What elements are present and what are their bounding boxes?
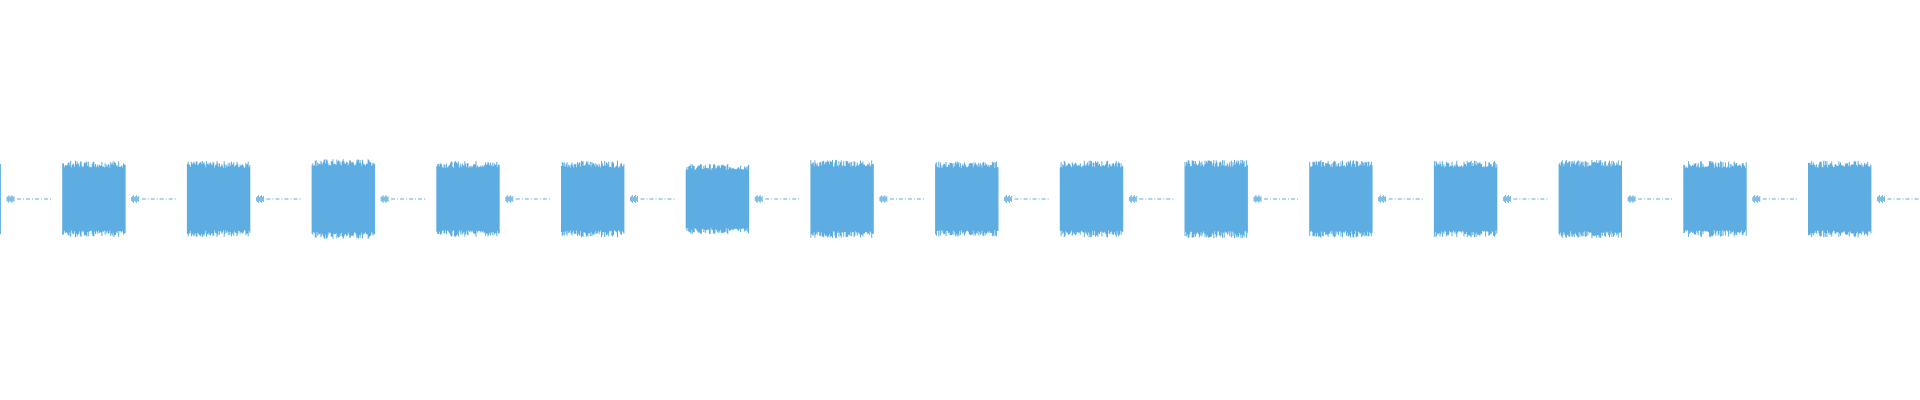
waveform-burst bbox=[935, 161, 1049, 237]
waveform-burst bbox=[62, 160, 176, 238]
burst-tail-blip bbox=[1877, 195, 1885, 203]
burst-core bbox=[687, 170, 749, 228]
waveform-burst bbox=[810, 159, 924, 239]
waveform-burst bbox=[1184, 159, 1298, 239]
burst-core bbox=[437, 168, 499, 230]
burst-tail-blip bbox=[6, 195, 15, 203]
burst-tail-blip bbox=[255, 195, 264, 203]
burst-tail-blip bbox=[630, 195, 638, 203]
burst-core bbox=[63, 168, 125, 230]
burst-core bbox=[1560, 167, 1622, 231]
burst-tail-blip bbox=[1627, 195, 1636, 203]
burst-tail-blip bbox=[505, 195, 514, 203]
burst-core bbox=[936, 168, 998, 230]
waveform-burst bbox=[186, 161, 301, 237]
burst-core bbox=[1186, 167, 1247, 231]
burst-core bbox=[1310, 167, 1372, 231]
burst-core bbox=[188, 168, 250, 230]
waveform-burst bbox=[1558, 159, 1673, 239]
waveform-burst bbox=[1059, 160, 1174, 238]
burst-core bbox=[811, 167, 873, 231]
waveform-burst bbox=[685, 163, 800, 235]
burst-core bbox=[562, 168, 624, 230]
burst-tail-blip bbox=[754, 195, 763, 203]
waveform-burst bbox=[1808, 160, 1920, 238]
burst-tail-blip bbox=[380, 195, 389, 203]
burst-core bbox=[1684, 168, 1746, 230]
burst-tail-blip bbox=[1128, 195, 1137, 203]
burst-tail-blip bbox=[879, 195, 888, 203]
burst-tail-blip bbox=[1378, 195, 1387, 203]
burst-tail-blip bbox=[131, 195, 140, 203]
waveform-burst bbox=[1433, 160, 1548, 238]
burst-tail-blip bbox=[1253, 195, 1262, 203]
burst-tail-blip bbox=[1752, 195, 1761, 203]
burst-tail-blip bbox=[1004, 195, 1012, 203]
waveform-bursts bbox=[0, 159, 1920, 239]
waveform-burst bbox=[1309, 160, 1423, 238]
waveform-burst bbox=[561, 160, 675, 238]
burst-core bbox=[1435, 168, 1497, 230]
burst-core bbox=[313, 167, 375, 231]
waveform-burst bbox=[1683, 161, 1797, 237]
waveform-burst bbox=[436, 161, 550, 237]
waveform-burst bbox=[0, 163, 51, 235]
waveform-burst bbox=[311, 159, 426, 239]
burst-core bbox=[1809, 168, 1871, 230]
burst-tail-blip bbox=[1503, 195, 1511, 203]
burst-core bbox=[1061, 168, 1123, 230]
